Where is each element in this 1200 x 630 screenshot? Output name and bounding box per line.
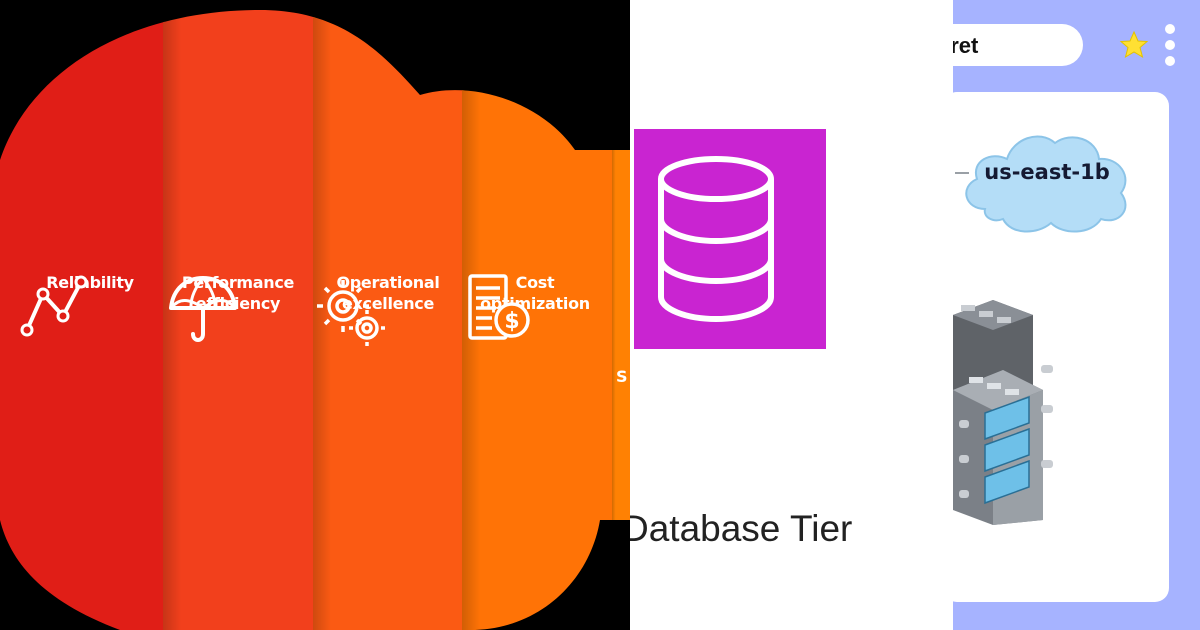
pillar-label: Operational excellence [336, 273, 440, 313]
pillars-panel: Reliability Performance efficiency Opera… [0, 10, 630, 630]
database-icon [658, 156, 774, 323]
cloud-stripes-graphic [0, 10, 630, 630]
pillar-performance-efficiency: Performance efficiency [163, 272, 313, 342]
address-bar[interactable] [953, 24, 1083, 66]
star-icon[interactable] [1119, 30, 1149, 60]
svg-text:$: $ [504, 309, 519, 334]
menu-dots-icon[interactable] [1163, 22, 1177, 72]
pillar-reliability: Reliability [15, 272, 165, 337]
gears-icon [317, 280, 385, 346]
pillar-label: Reliability [46, 273, 134, 292]
pillar-partial: S [612, 272, 630, 387]
umbrella-icon [169, 276, 237, 342]
pillar-label: S [616, 367, 628, 386]
cost-document-icon: $ [468, 274, 530, 340]
pillar-operational-excellence: Operational excellence [313, 272, 463, 346]
database-tile [634, 129, 826, 349]
database-tier-label: Database Tier [630, 508, 853, 549]
cloud-icon [955, 135, 1127, 233]
address-bar-text: cret [953, 33, 979, 58]
database-tier-panel: Database Tier [630, 0, 953, 630]
availability-zone-label: us-east-1b [984, 160, 1110, 184]
line-chart-icon [20, 275, 88, 337]
server-rack-icon [953, 300, 1053, 525]
pillar-cost-optimization: $ Cost optimization [460, 272, 610, 340]
browser-window: cret us-east-1b [953, 0, 1200, 630]
